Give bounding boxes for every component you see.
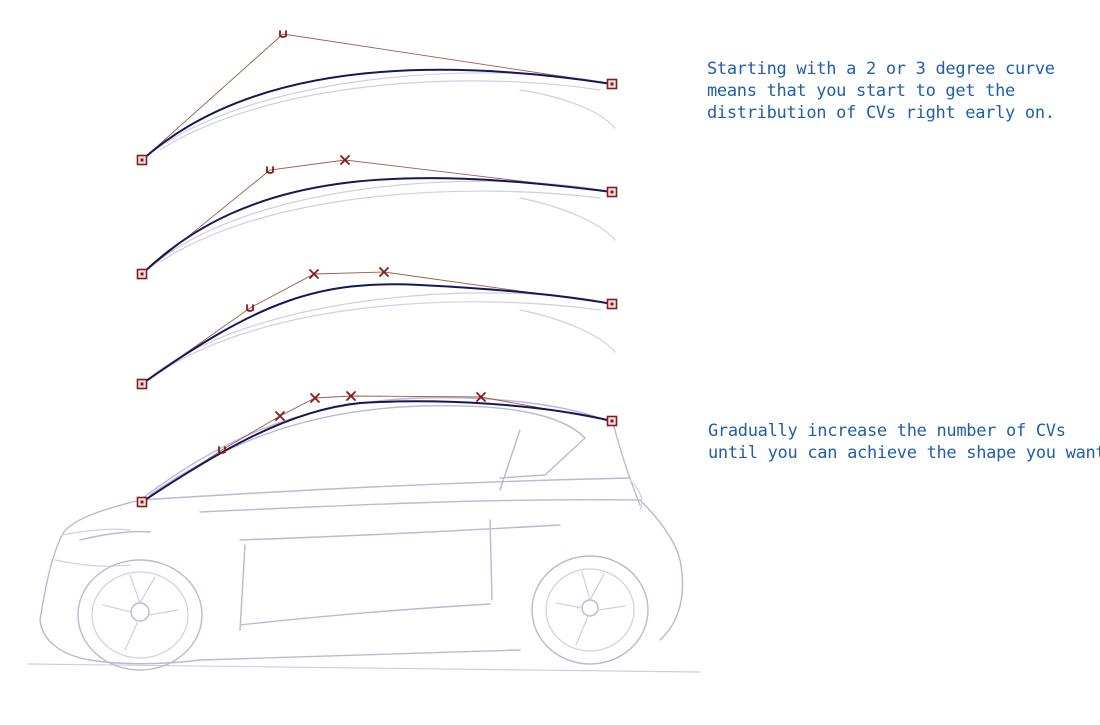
annotation-line: Starting with a 2 or 3 degree curve [707, 59, 1055, 79]
annotation-increase-cvs: Gradually increase the number of CVs unt… [708, 420, 1100, 464]
end-cv-marker [136, 268, 148, 280]
hull-polyline [141, 159, 613, 275]
curve-row-1 [141, 33, 613, 161]
first-cv-marker [266, 166, 274, 174]
annotation-line: until you can achieve the shape you want [708, 443, 1100, 463]
cv-cross-marker [379, 267, 389, 277]
end-cv-marker [606, 78, 618, 90]
cv-cross-marker [309, 269, 319, 279]
first-cv-marker [218, 446, 226, 454]
curve-row-3 [141, 271, 613, 385]
nurbs-curve [141, 400, 613, 503]
end-cv-marker [136, 496, 148, 508]
nurbs-curve [141, 177, 613, 275]
cv-cross-marker [275, 411, 285, 421]
curve-row-2 [141, 159, 613, 275]
cv-cross-marker [340, 155, 350, 165]
hull-polyline [141, 271, 613, 385]
first-cv-marker [246, 304, 254, 312]
end-cv-marker [606, 186, 618, 198]
annotation-line: distribution of CVs right early on. [707, 103, 1055, 123]
control-vertices [136, 30, 618, 508]
annotation-line: Gradually increase the number of CVs [708, 421, 1066, 441]
end-cv-marker [136, 154, 148, 166]
first-cv-marker [279, 30, 287, 38]
annotation-curve-degree: Starting with a 2 or 3 degree curve mean… [707, 58, 1055, 124]
hull-polyline [141, 395, 613, 503]
cv-cross-marker [310, 393, 320, 403]
nurbs-curve [141, 283, 613, 385]
car-sketch [27, 397, 701, 673]
nurbs-curve [141, 68, 613, 161]
end-cv-marker [606, 298, 618, 310]
end-cv-marker [136, 378, 148, 390]
cv-cross-marker [346, 391, 356, 401]
curve-row-4 [141, 395, 613, 503]
hull-polyline [141, 33, 613, 161]
annotation-line: means that you start to get the [707, 81, 1015, 101]
cv-cross-marker [476, 392, 486, 402]
end-cv-marker [606, 415, 618, 427]
